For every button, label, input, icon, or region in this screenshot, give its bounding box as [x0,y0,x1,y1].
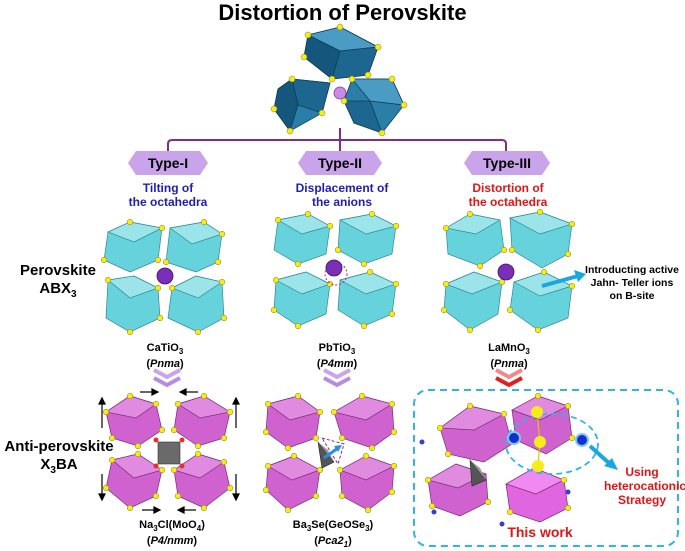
space-group: (P4mm) [316,358,358,371]
ba3segeose3-structure [262,392,398,514]
description-line: Displacement of [295,181,389,195]
space-group: (Pnma) [490,358,528,371]
row-label-formula: ABX3 [39,280,77,300]
description-line: Tilting of [142,181,194,195]
na3clmoo4-structure [98,388,240,514]
formula: LaMnO3 [488,342,530,357]
type-3-description: Distortion of the octahedra [448,181,568,209]
ba3segeose3-label: Ba3Se(GeOSe3) (Pca21) [268,519,398,551]
row-label-line: Perovskite [20,262,96,279]
badge-shape [464,151,550,175]
description-line: the anions [311,195,372,209]
na3clmoo4-label: Na3Cl(MoO4) (P4/nmm) [112,519,232,548]
badge-shape [298,151,382,175]
pbtio3-structure [270,210,400,330]
formula: PbTiO3 [318,342,356,357]
badge-type-1: Type-I [128,151,208,175]
description-line: the octahedra [468,195,548,209]
formula: Ba3Se(GeOSe3) [292,519,374,534]
badge-label: Type-III [483,155,531,171]
badge-shape [128,151,208,175]
jt-arrow [541,270,586,288]
top-perovskite-structure [270,23,408,137]
annotation-line: Introducting active [585,264,679,276]
description-line: the octahedra [128,195,208,209]
formula: CaTiO3 [146,342,184,357]
space-group: (Pca21) [314,535,352,550]
badge-label: Type-I [147,155,189,171]
row-label-line: Anti-perovskite [4,438,114,455]
strategy-annotation: Using heterocationic Strategy [604,465,685,507]
perovskite-row-label: Perovskite ABX3 [8,262,108,304]
annotation-line: Jahn- Teller ions [590,277,674,289]
annotation-line: Using [625,465,659,479]
branch-connector [167,128,507,152]
badge-type-2: Type-II [298,151,382,175]
chevron-down-icon [495,368,523,388]
annotation-line: Strategy [617,493,667,507]
chevron-down-icon [153,368,181,388]
pbtio3-label: PbTiO3 (P4mm) [292,342,382,371]
description-line: Distortion of [472,181,544,195]
formula: Na3Cl(MoO4) [139,519,205,534]
catio3-label: CaTiO3 (Pnma) [120,342,210,371]
space-group: (P4/nmm) [146,535,198,548]
a-site-atom [333,86,347,100]
badge-type-3: Type-III [464,151,550,175]
antiperovskite-row-label: Anti-perovskite X3BA [0,438,118,480]
this-work-box [413,389,679,547]
row-label-formula: X3BA [40,456,78,476]
type-1-description: Tilting of the octahedra [108,181,228,209]
page-title: Distortion of Perovskite [218,0,467,25]
lamno3-structure [440,208,576,334]
catio3-structure [100,218,228,336]
chevron-down-icon [323,368,351,388]
annotation-line: heterocationic [604,479,685,493]
this-work-label: This work [507,524,573,540]
jt-annotation: Introducting active Jahn- Teller ions on… [580,264,684,303]
type-2-description: Displacement of the anions [272,181,412,209]
annotation-line: on B-site [609,290,655,302]
badge-label: Type-II [317,155,363,171]
lamno3-label: LaMnO3 (Pnma) [464,342,554,371]
space-group: (Pnma) [146,358,184,371]
